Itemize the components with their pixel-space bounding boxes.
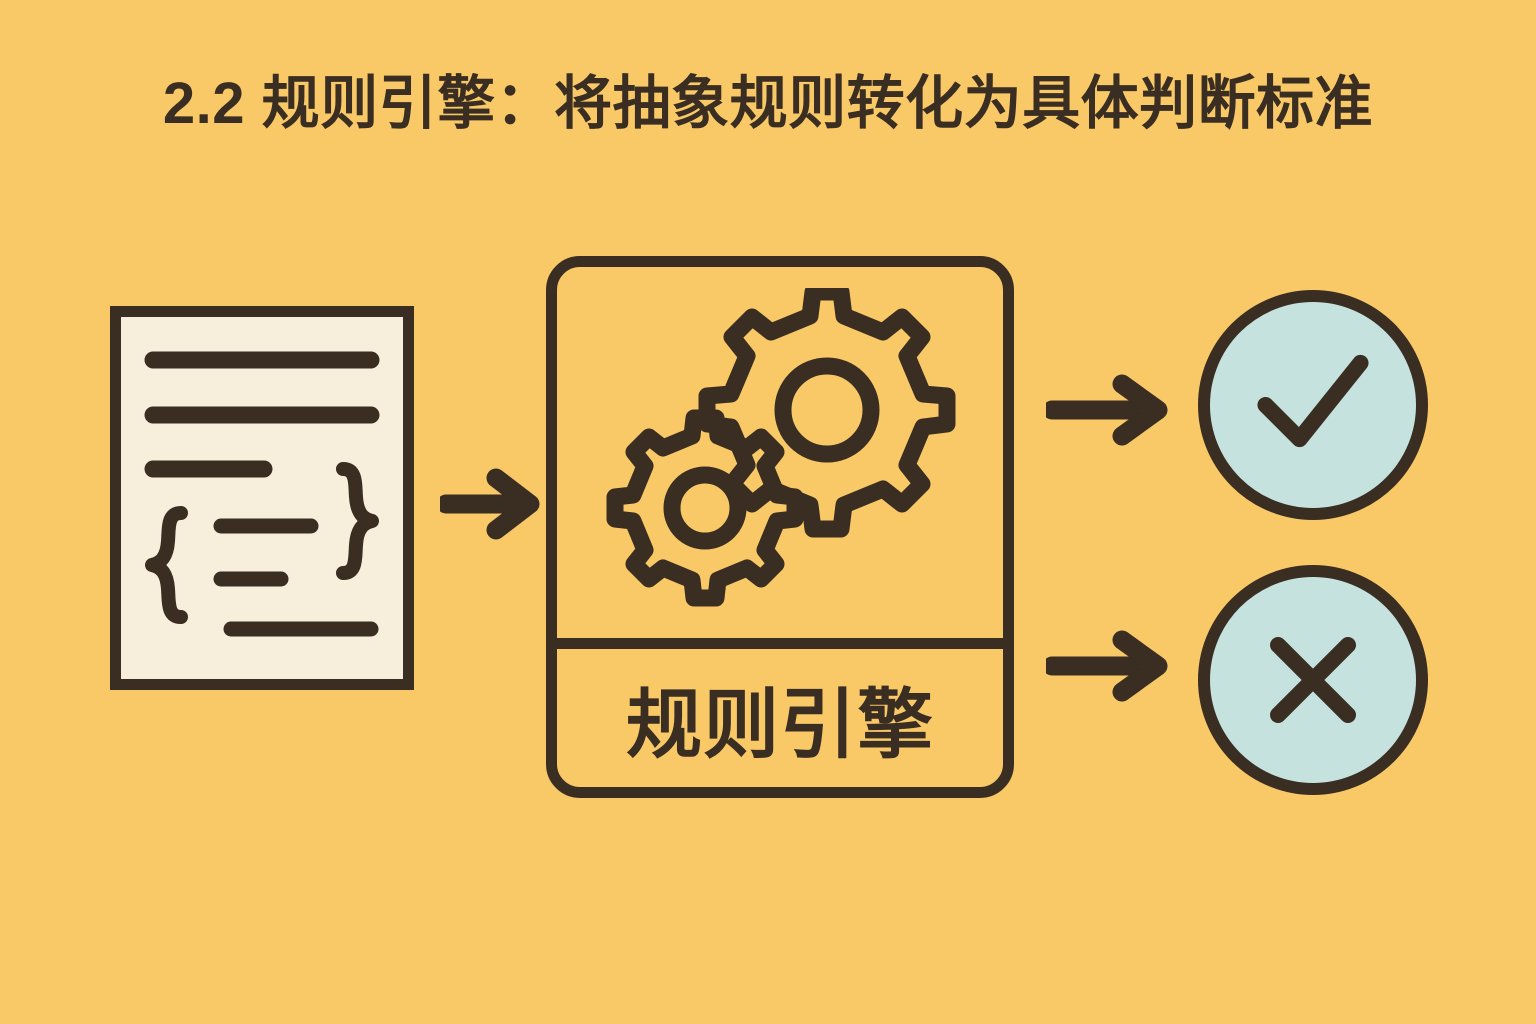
arrow-right-icon [1046, 374, 1168, 446]
result-pass[interactable] [1198, 290, 1428, 520]
arrow-doc-to-engine [440, 468, 544, 540]
arrow-right-icon [1046, 630, 1168, 702]
arrow-engine-to-fail [1046, 630, 1172, 702]
cross-circle-icon [1270, 637, 1356, 723]
gear-large-icon [698, 287, 956, 537]
rule-engine-icon-area [557, 267, 1003, 638]
document-code-icon [144, 351, 380, 637]
rule-engine-label: 规则引擎 [626, 683, 934, 768]
rules-document [110, 306, 414, 690]
gear-small-icon [606, 409, 804, 606]
gears-icon [606, 287, 956, 606]
check-circle-icon [1257, 354, 1369, 448]
rule-engine-box[interactable]: 规则引擎 [546, 256, 1014, 798]
page-title: 2.2 规则引擎：将抽象规则转化为具体判断标准 [162, 71, 1374, 136]
arrow-right-icon [440, 468, 540, 540]
result-fail[interactable] [1198, 565, 1428, 795]
arrow-engine-to-pass [1046, 374, 1172, 446]
rule-engine-divider [556, 638, 1004, 649]
